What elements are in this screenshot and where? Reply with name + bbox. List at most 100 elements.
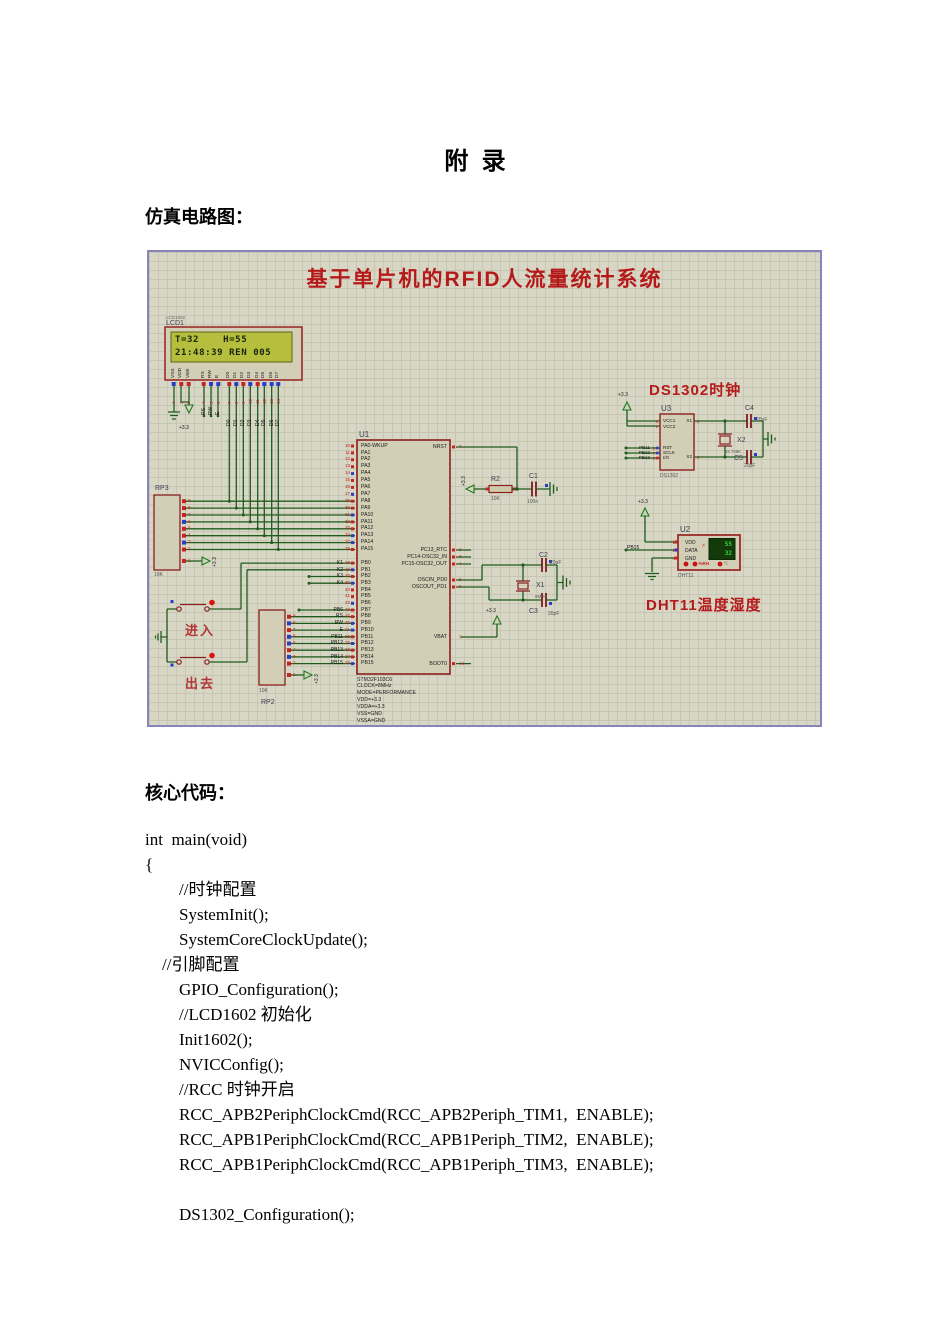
circuit-schematic: 基于单片机的RFID人流量统计系统 LCD1602 LCD1 T=32 H=55… [147, 250, 822, 727]
lcd-pin-number: 7 [227, 401, 232, 404]
mcu-right-pin-name: PC15-OSC32_OUT [401, 560, 447, 567]
dht11-temperature-value: 32 [724, 549, 732, 557]
mcu-right-pin-number: 3 [459, 554, 462, 560]
dht11-pin-numbers: 1 2 4 [672, 539, 675, 561]
button-ground-rail [154, 609, 168, 662]
rp2-resistor-pack [258, 609, 355, 686]
r2-value: 10K [491, 495, 500, 502]
main-crystal-circuit [456, 558, 571, 607]
c2-ref: C2 [539, 551, 548, 559]
c1-value: 100n [527, 499, 539, 505]
lcd-pin-label: D5 [261, 371, 266, 378]
dht11-part: DHT11 [678, 572, 694, 579]
c1-ref: C1 [529, 472, 538, 480]
lcd-pin-label: VDD [178, 367, 183, 378]
rp2-pin1-number: 1 [293, 671, 296, 677]
mcu-right-pin-number: 4 [459, 561, 462, 567]
lcd-pin-number: 9 [241, 401, 246, 404]
lcd-module [164, 326, 303, 420]
lcd-pin-number: 5 [209, 401, 214, 404]
dht11-arrow-glyph: > [702, 543, 705, 549]
ds1302-ctl-pin-numbers: 5 7 6 [652, 445, 655, 461]
lcd-screen-line1: T=32 H=55 [175, 334, 248, 345]
vbat-power-label: +3.3 [486, 607, 496, 614]
schematic-graphics [153, 326, 776, 686]
mcu-right-pin-name: OSCIN_PD0 [417, 576, 447, 583]
mcu-body [351, 439, 471, 675]
ds1302-vcc-pin-numbers: 8 1 [655, 418, 658, 429]
mcu-right-pin-name: BOOT0 [429, 660, 447, 667]
x1-ref: X1 [536, 582, 545, 589]
mcu-right-pin-name: PC14-OSC32_IN [407, 553, 447, 560]
x1-value: 8MHz [535, 594, 547, 599]
dht11-temp-unit-label: ℃ [723, 561, 729, 566]
code-block: int main(void) { //时钟配置 SystemInit(); Sy… [145, 830, 654, 1224]
ds1302-x2-pin-name: X2 [686, 454, 692, 460]
rp3-value: 10K [154, 572, 163, 578]
lcd-net-label: RS [201, 408, 207, 415]
mcu-right-pin-name: OSCOUT_PD1 [411, 583, 447, 590]
lcd-pin-number: 11 [255, 399, 260, 404]
reset-circuit [456, 446, 558, 497]
dht11-pin-names: VDD DATA GND [685, 539, 698, 562]
lcd-pin-number: 13 [269, 398, 274, 404]
lcd-pin-label: E [215, 374, 220, 378]
lcd-pin-label: D1 [233, 371, 238, 378]
section-simulation-heading: 仿真电路图： [145, 207, 253, 227]
rp3-ref: RP3 [155, 485, 169, 492]
c4-ref: C4 [745, 404, 754, 412]
dht11-humidity-value: 55 [724, 541, 732, 548]
ds1302-x2-pin-number: 3 [697, 454, 700, 460]
lcd-pin-number: 12 [262, 398, 267, 404]
ds1302-vcc-pin-names: VCC1 VCC2 [663, 418, 676, 429]
rp3-power-label: +3.3 [212, 557, 218, 567]
rp2-value: 10K [259, 688, 268, 694]
exit-button-label: 出去 [185, 676, 216, 691]
ds1302-ref: U3 [661, 403, 672, 413]
ds1302-part: DS1302 [660, 473, 679, 479]
vbat-power [461, 614, 502, 638]
c3-value: 20pF [548, 610, 560, 617]
lcd-net-label: RW [208, 406, 214, 415]
lcd-pin-number: 3 [186, 401, 191, 404]
enter-button [167, 599, 241, 612]
lcd-net-label: D7 [275, 419, 281, 426]
lcd-part-label: LCD1602 [166, 315, 186, 320]
lcd-pin-label: VEE [186, 368, 191, 378]
mcu-right-pin-number: 6 [459, 584, 462, 590]
exit-button [167, 652, 247, 667]
lcd-ref-label: LCD1 [166, 319, 184, 327]
rp3-pin-numbers: 9 8 7 6 5 4 3 2 [188, 497, 191, 552]
lcd-pin-number: 6 [216, 401, 221, 404]
reset-power-label: +3.3 [461, 476, 467, 486]
lcd-pin-label: D7 [275, 371, 280, 378]
mcu-right-pin-number: 2 [459, 547, 462, 553]
lcd-pin-number: 10 [248, 398, 253, 404]
lcd-net-label: D2 [240, 419, 246, 426]
mcu-ref: U1 [359, 430, 370, 439]
lcd-net-label: D3 [247, 419, 253, 426]
mcu-right-pin-number: 1 [459, 634, 462, 640]
rp3-resistor-pack [153, 494, 212, 571]
lcd-pin-label: D4 [255, 371, 260, 378]
mcu-pb-pin-names: PB0 PB1 PB2 PB3 PB4 PB5 PB6 PB7 PB8 PB9 … [361, 559, 374, 667]
lcd-pin-number: 2 [179, 401, 184, 404]
c5-value: 20pF [744, 462, 756, 469]
key-net-wires [240, 562, 355, 662]
section-code-heading: 核心代码： [145, 783, 235, 803]
lcd-net-label: E [215, 411, 221, 415]
mcu-right-pin-name: PC13_RTC [420, 546, 447, 553]
lcd-net-label: D5 [261, 419, 267, 426]
page-title: 附 录 [444, 148, 506, 175]
rp3-pin1-number: 1 [188, 557, 191, 563]
lcd-pin-label: D6 [269, 371, 274, 378]
dht11-rh-label: %RH [698, 561, 710, 566]
mcu-pb-pin-numbers: 18 19 20 39 40 41 42 43 45 46 21 22 25 2… [344, 559, 350, 666]
dht11-ref: U2 [680, 524, 691, 534]
ds1302-net-labels: PB11 PB12 PB13 [638, 445, 650, 461]
ds1302-ctl-pin-names: RST SCLK I/O [663, 445, 676, 461]
lcd-pin-number: 4 [201, 401, 206, 404]
c4-value: 20pF [756, 416, 768, 423]
rp2-pin-numbers: 9 8 7 6 5 4 3 2 [293, 613, 296, 666]
